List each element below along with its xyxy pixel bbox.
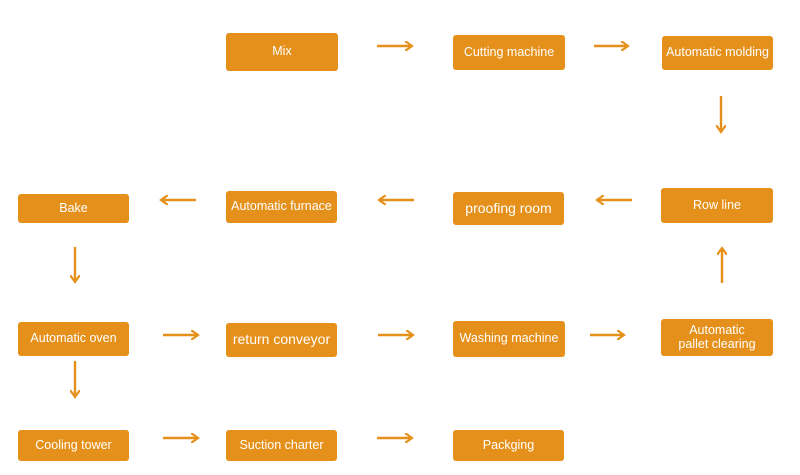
node-mix: Mix [226, 33, 338, 71]
node-label: Row line [693, 197, 741, 212]
node-label: Automatic oven [30, 331, 117, 346]
node-row-line: Row line [661, 188, 773, 223]
node-label: proofing room [465, 199, 552, 216]
node-cooling-tower: Cooling tower [18, 430, 129, 461]
node-automatic-furnace: Automatic furnace [226, 191, 337, 223]
node-bake: Bake [18, 194, 129, 223]
node-label: Packging [482, 437, 535, 452]
node-suction-charter: Suction charter [226, 430, 337, 461]
node-label: return conveyor [232, 331, 331, 348]
node-packging: Packging [453, 430, 564, 461]
node-label: Cutting machine [463, 44, 555, 59]
node-label: Automatic furnace [231, 199, 332, 214]
node-label: Washing machine [459, 331, 559, 346]
node-label: Automatic molding [666, 45, 769, 60]
node-label: Mix [272, 44, 292, 59]
node-return-conveyor: return conveyor [226, 323, 337, 357]
node-label: Automatic pallet clearing [678, 322, 756, 351]
node-label: Cooling tower [35, 437, 112, 452]
node-washing-machine: Washing machine [453, 321, 565, 357]
node-label: Suction charter [239, 437, 324, 452]
node-label: Bake [59, 200, 88, 215]
node-automatic-pallet-clearing: Automatic pallet clearing [661, 319, 773, 356]
node-automatic-oven: Automatic oven [18, 322, 129, 356]
node-cutting-machine: Cutting machine [453, 35, 565, 70]
node-automatic-molding: Automatic molding [662, 36, 773, 70]
node-proofing-room: proofing room [453, 192, 564, 225]
